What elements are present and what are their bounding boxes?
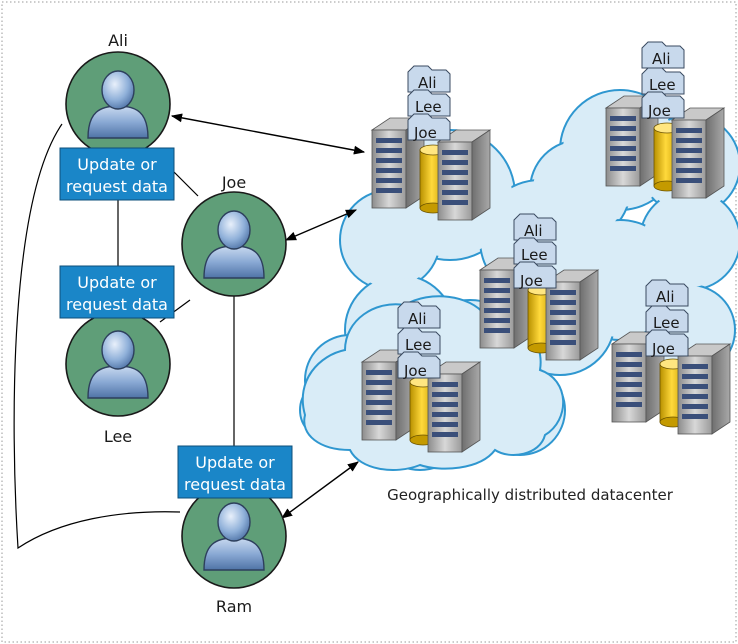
file-label-ali-3: Ali — [524, 222, 543, 240]
file-label-ali-1: Ali — [418, 74, 437, 92]
user-lee: Lee — [65, 311, 171, 446]
update-request-button-ram[interactable]: Update or request data — [177, 445, 293, 499]
replica-files-2: Ali Lee Joe — [641, 41, 685, 120]
server-cluster-2: Ali Lee Joe — [605, 41, 725, 199]
file-label-lee-2: Lee — [649, 76, 676, 94]
user-ali: Ali — [65, 31, 171, 157]
update-request-button-ram-line1: Update or — [195, 453, 275, 472]
update-request-button-ali-bg[interactable] — [59, 147, 175, 201]
update-request-button-ali[interactable]: Update or request data — [59, 147, 175, 201]
user-joe-label: Joe — [221, 173, 246, 192]
file-label-ali-5: Ali — [408, 310, 427, 328]
update-request-button-ali-line1: Update or — [77, 155, 157, 174]
file-label-joe-4: Joe — [651, 340, 675, 358]
update-request-button-lee-bg[interactable] — [59, 265, 175, 319]
update-request-button-lee-line2: request data — [66, 295, 168, 314]
update-request-button-ram-line2: request data — [184, 475, 286, 494]
server-cluster-5: Ali Lee Joe — [361, 301, 481, 453]
user-joe: Joe — [181, 173, 287, 297]
arrow-joe-datacenter — [284, 209, 358, 241]
user-ali-label: Ali — [108, 31, 128, 50]
file-label-lee-5: Lee — [405, 336, 432, 354]
file-label-ali-2: Ali — [652, 50, 671, 68]
file-label-joe-1: Joe — [413, 124, 437, 142]
update-request-button-ali-line2: request data — [66, 177, 168, 196]
server-cluster-1: Ali Lee Joe — [371, 65, 491, 221]
file-label-ali-4: Ali — [656, 288, 675, 306]
update-request-button-lee[interactable]: Update or request data — [59, 265, 175, 319]
file-label-lee-4: Lee — [653, 314, 680, 332]
file-label-joe-2: Joe — [647, 102, 671, 120]
replica-files-3: Ali Lee Joe — [513, 213, 557, 290]
file-label-joe-3: Joe — [519, 272, 543, 290]
file-label-lee-1: Lee — [415, 98, 442, 116]
replica-files-4: Ali Lee Joe — [645, 279, 689, 358]
server-cluster-4: Ali Lee Joe — [611, 279, 731, 435]
arrow-ali-datacenter — [170, 113, 366, 155]
user-ram-label: Ram — [216, 597, 252, 616]
line-ali-ram — [13, 123, 181, 550]
arrow-ram-datacenter — [281, 461, 359, 519]
file-label-joe-5: Joe — [403, 362, 427, 380]
file-label-lee-3: Lee — [521, 246, 548, 264]
server-cluster-3: Ali Lee Joe — [479, 213, 599, 361]
data-arrows — [170, 113, 366, 519]
user-lee-label: Lee — [104, 427, 132, 446]
datacenter-caption: Geographically distributed datacenter — [387, 486, 674, 504]
update-request-button-lee-line1: Update or — [77, 273, 157, 292]
user-ram: Ram — [181, 483, 287, 616]
replica-files-5: Ali Lee Joe — [397, 301, 441, 380]
update-request-button-ram-bg[interactable] — [177, 445, 293, 499]
replica-files-1: Ali Lee Joe — [407, 65, 451, 142]
